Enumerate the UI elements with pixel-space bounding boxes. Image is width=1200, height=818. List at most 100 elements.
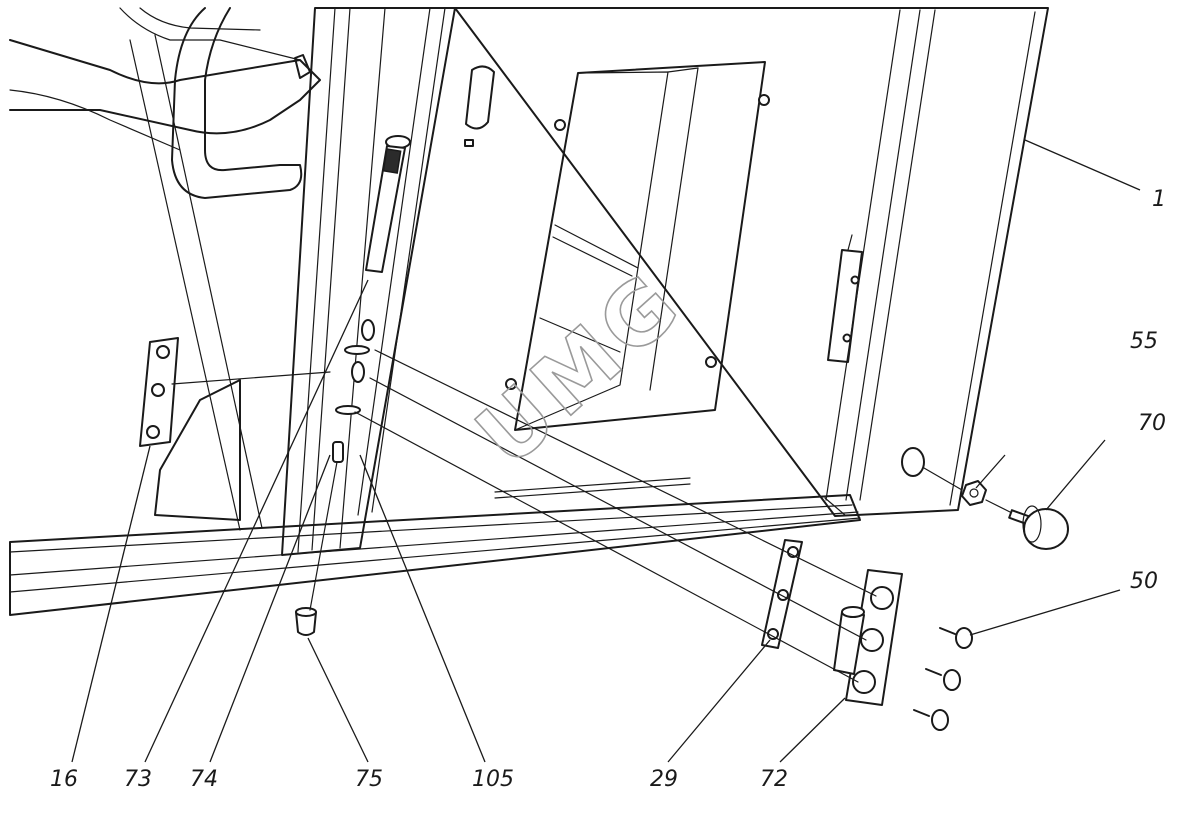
latch-bracket (827, 234, 863, 363)
door-panel-outline (454, 7, 1049, 517)
screw-50-middle (925, 668, 961, 691)
hinge-72-boss (860, 628, 884, 652)
keyhole-tab (464, 139, 474, 147)
nut-55 (961, 480, 987, 506)
leader-75 (307, 637, 369, 763)
hinge-plate-16-hole (151, 383, 165, 397)
hinge-72-boss (870, 586, 894, 610)
window-shelf-line (554, 224, 639, 269)
keyhole-plate (465, 65, 495, 130)
callout-70: 70 (1138, 411, 1166, 436)
assembly-line (374, 349, 877, 597)
assembly-line (985, 499, 1011, 513)
assembly-line (171, 371, 331, 385)
window-screw (505, 378, 517, 390)
window-screw (705, 356, 717, 368)
screw-shank (925, 668, 942, 676)
leader-70 (1045, 439, 1106, 511)
keyhole-bracket (464, 65, 495, 147)
screw-head (931, 709, 949, 731)
leader-74 (209, 454, 331, 763)
latch-tab (847, 234, 853, 251)
callout-75: 75 (355, 767, 383, 792)
knob-70-face (1022, 505, 1042, 543)
leader-73 (144, 279, 369, 763)
retaining-clip (335, 405, 361, 415)
leader-1 (1024, 139, 1141, 191)
post-hole (351, 361, 365, 383)
plate-29 (761, 539, 803, 649)
door-panel-edge-line (949, 11, 1036, 506)
retaining-clip (344, 345, 370, 355)
door-frame-right-outer (825, 9, 901, 501)
bushing-75 (295, 607, 317, 636)
post-hole (361, 319, 375, 341)
latch-hole (850, 275, 860, 285)
window-shelf-line-3 (539, 317, 621, 353)
hinge-plate-16 (139, 337, 179, 447)
nut-55-hole (969, 488, 979, 498)
assembly-line (354, 411, 859, 683)
hinge-pin-thread (382, 148, 402, 174)
post-line (357, 7, 431, 516)
rail-line (9, 504, 853, 553)
window-screw (758, 94, 770, 106)
leader-55 (975, 454, 1006, 489)
body-side-line (154, 34, 263, 529)
door-panel (454, 7, 1049, 517)
bottom-rail-outline (9, 494, 861, 616)
body-side-line (129, 39, 241, 531)
window-left-wall (514, 71, 669, 431)
viewing-window (505, 61, 770, 431)
callout-55: 55 (1130, 329, 1158, 354)
screw-shank (939, 627, 956, 635)
hinge-pin-shaft (365, 145, 406, 273)
callout-1: 1 (1152, 187, 1166, 212)
body-contour-line (9, 89, 181, 151)
knob-70-cap (1023, 508, 1069, 550)
screw-shank (913, 709, 930, 717)
assembly-line (369, 377, 867, 641)
callout-50: 50 (1130, 569, 1158, 594)
callout-105: 105 (472, 767, 514, 792)
hinge-assembly-72 (833, 569, 903, 706)
callout-16: 16 (50, 767, 78, 792)
body-fastener (294, 54, 311, 79)
spacer (901, 447, 925, 477)
hinge-plate-16-hole (146, 425, 160, 439)
callout-73: 73 (124, 767, 152, 792)
leader-50 (969, 589, 1121, 636)
door-frame-right-inner (859, 9, 936, 501)
screw-head (955, 627, 973, 649)
lower-bracket (154, 379, 241, 521)
body-contour-line (139, 7, 261, 31)
screw-50-top (939, 627, 973, 649)
machine-body (9, 7, 321, 531)
hinge-plate-16-hole (156, 345, 170, 359)
body-upper-contour (9, 39, 321, 135)
latch-hole (842, 333, 852, 343)
window-screw (554, 119, 566, 131)
post-line (311, 7, 351, 551)
leader-29 (667, 639, 771, 763)
hinge-pin (365, 135, 411, 273)
frame-post (281, 7, 456, 556)
callout-29: 29 (650, 767, 678, 792)
rail-line (9, 511, 859, 576)
knob-70 (1008, 505, 1069, 550)
screw-head (943, 669, 961, 691)
window-inner-edge (649, 67, 699, 391)
bottom-rail (9, 494, 861, 616)
window-top-inner (667, 67, 699, 73)
latch-bracket-plate (827, 249, 863, 363)
door-frame-right-mid (845, 9, 921, 501)
post-outline (281, 7, 456, 556)
window-shelf-line-2 (552, 236, 633, 277)
leader-105 (359, 454, 486, 763)
bushing-75-top (295, 607, 317, 617)
screw-50-bottom (913, 709, 949, 731)
body-contour-line (119, 7, 301, 61)
callout-74: 74 (190, 767, 218, 792)
